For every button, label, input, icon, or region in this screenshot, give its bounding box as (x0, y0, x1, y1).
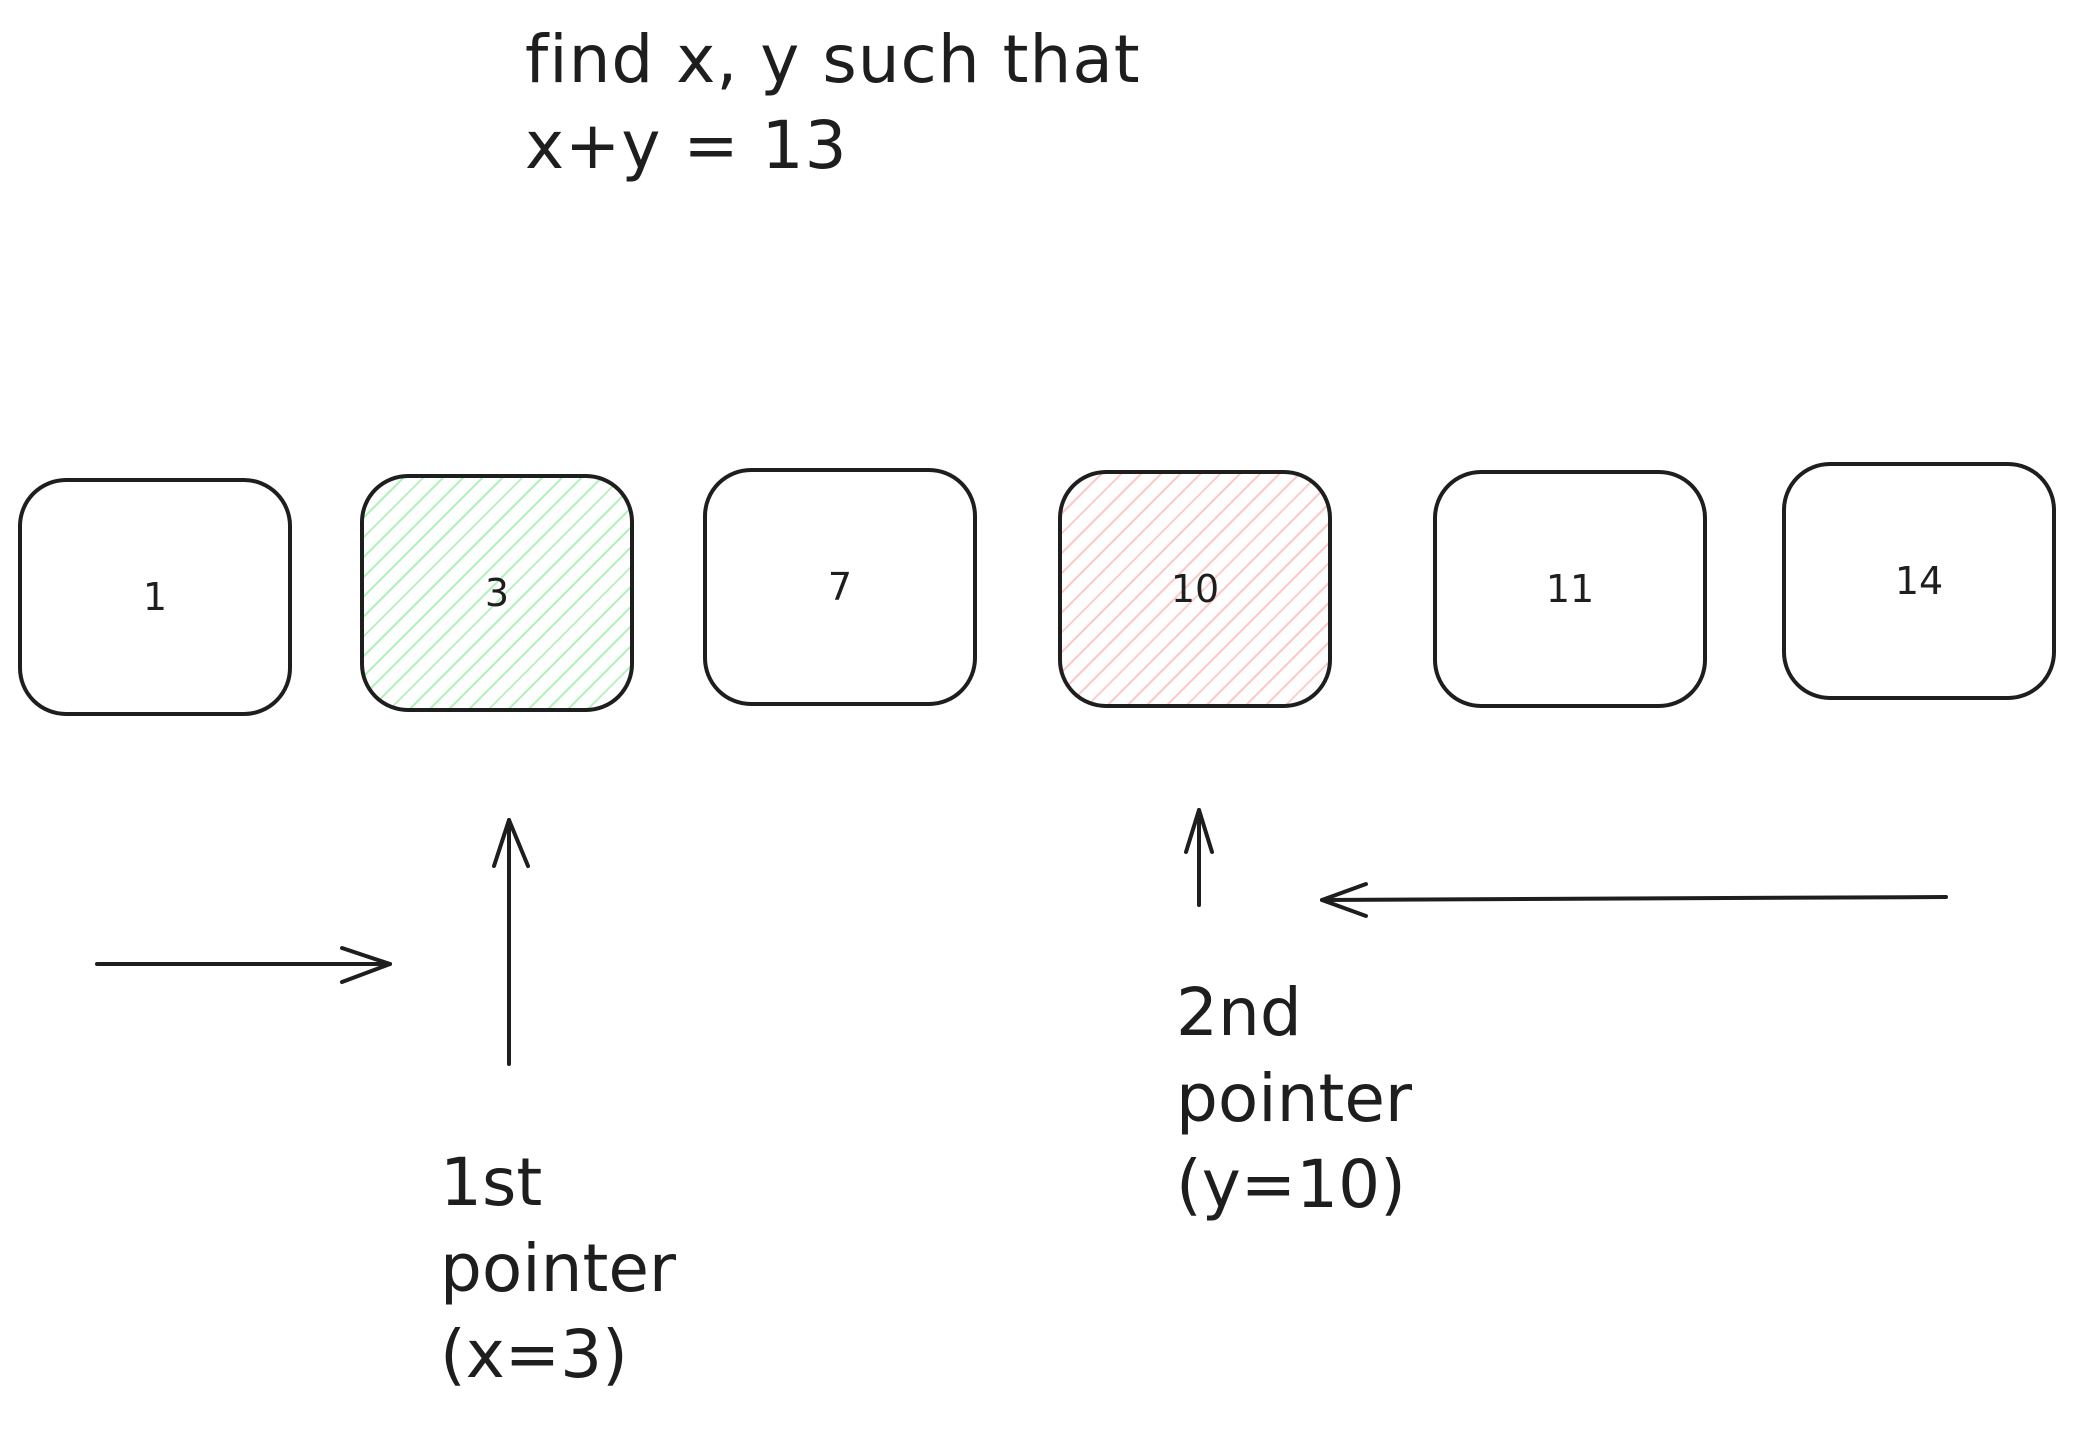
array-cell-value: 14 (1894, 559, 1944, 603)
problem-statement-line-2: x+y = 13 (525, 107, 848, 184)
arrow-right-icon (95, 946, 392, 984)
second-pointer-label-line-1: 2nd (1176, 974, 1302, 1051)
array-cell-0: 1 (18, 478, 292, 716)
array-cell-value: 3 (484, 571, 510, 615)
array-cell-value: 7 (827, 565, 853, 609)
arrow-left-icon (1320, 882, 1948, 918)
array-cell-3-highlighted-y: 10 (1058, 470, 1332, 708)
second-pointer-label-line-3: (y=10) (1176, 1146, 1406, 1223)
first-pointer-label-line-3: (x=3) (440, 1316, 628, 1393)
second-pointer-label-line-2: pointer (1176, 1060, 1413, 1137)
array-cell-value: 11 (1545, 567, 1595, 611)
arrow-up-icon (492, 818, 530, 1066)
array-cell-value: 1 (142, 575, 168, 619)
first-pointer-label-line-1: 1st (440, 1144, 543, 1221)
problem-statement-line-1: find x, y such that (525, 21, 1141, 98)
array-cell-1-highlighted-x: 3 (360, 474, 634, 712)
first-pointer-label: 1st pointer (x=3) (440, 1140, 676, 1398)
second-pointer-label: 2nd pointer (y=10) (1176, 970, 1412, 1228)
array-cell-value: 10 (1170, 567, 1220, 611)
arrow-up-icon (1184, 808, 1214, 907)
array-cell-5: 14 (1782, 462, 2056, 700)
array-cell-2: 7 (703, 468, 977, 706)
first-pointer-label-line-2: pointer (440, 1230, 677, 1307)
array-cell-4: 11 (1433, 470, 1707, 708)
